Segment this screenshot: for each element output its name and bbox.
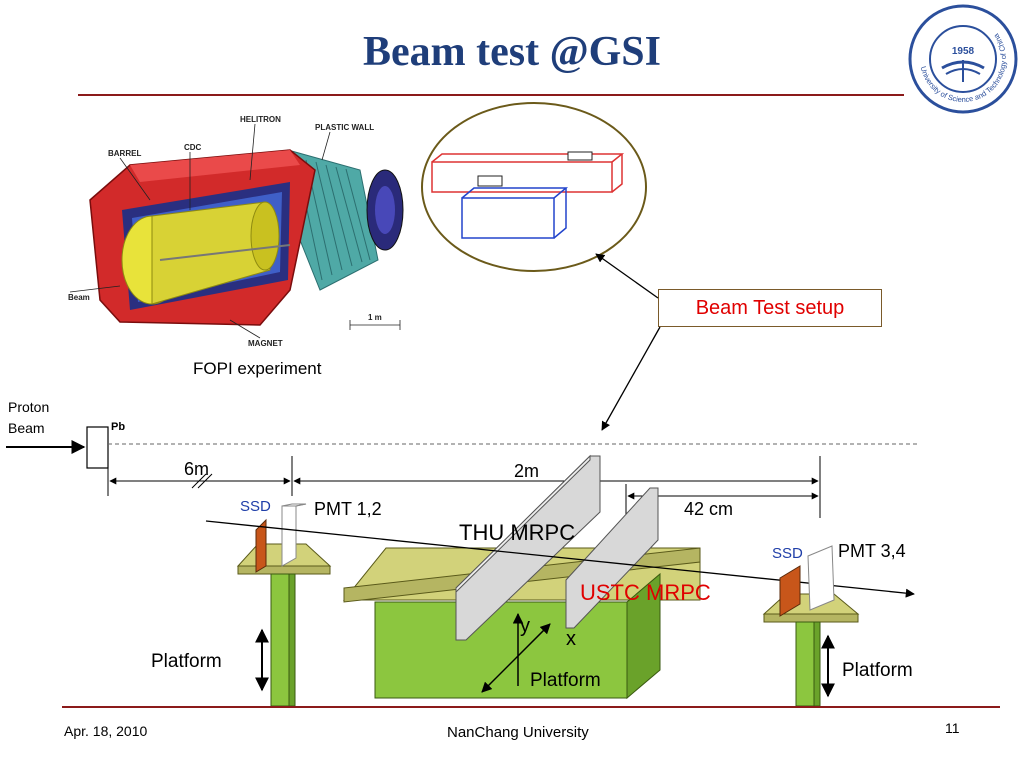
target-label: Pb (111, 421, 126, 433)
title-divider (78, 94, 904, 96)
footer-page-number: 11 (945, 720, 960, 736)
fopi-label-plastic-wall: PLASTIC WALL (315, 123, 374, 132)
fopi-caption: FOPI experiment (193, 359, 322, 378)
platform-center-label: Platform (530, 670, 601, 691)
fopi-detector-illustration: HELITRON PLASTIC WALL BARREL CDC Beam MA… (68, 115, 404, 348)
page-title: Beam test @GSI (362, 29, 662, 75)
platform-left-label: Platform (151, 651, 222, 672)
university-logo: University of Science and Technology of … (908, 4, 1018, 114)
footer-organization: NanChang University (447, 724, 589, 741)
callout-text: Beam Test setup (695, 297, 845, 319)
axis-x-label: x (566, 628, 576, 650)
logo-year: 1958 (952, 46, 975, 57)
fopi-label-magnet: MAGNET (248, 339, 283, 348)
pmt-right-label: PMT 3,4 (838, 541, 906, 561)
proton-beam-label-2: Beam (8, 420, 45, 436)
fopi-label-cdc: CDC (184, 143, 202, 152)
distance-2m: 2m (514, 461, 540, 481)
thu-mrpc-label: THU MRPC (459, 520, 576, 545)
beam-test-setup-callout: Beam Test setup (658, 289, 882, 327)
platform-right-label: Platform (842, 660, 913, 681)
distance-42cm: 42 cm (684, 499, 734, 519)
pmt-left-label: PMT 1,2 (314, 499, 382, 519)
proton-beam-label-1: Proton (8, 399, 50, 415)
fopi-label-helitron: HELITRON (240, 115, 281, 124)
fopi-label-barrel: BARREL (108, 149, 141, 158)
fopi-label-beam: Beam (68, 293, 90, 302)
setup-inset (421, 102, 647, 272)
ssd-right-label: SSD (772, 545, 803, 562)
ustc-mrpc-label: USTC MRPC (580, 580, 711, 605)
axis-y-label: y (520, 615, 530, 637)
distance-6m: 6m (184, 459, 210, 479)
fopi-label-scale: 1 m (368, 313, 382, 322)
footer-date: Apr. 18, 2010 (64, 723, 148, 739)
ssd-left-label: SSD (240, 498, 271, 515)
